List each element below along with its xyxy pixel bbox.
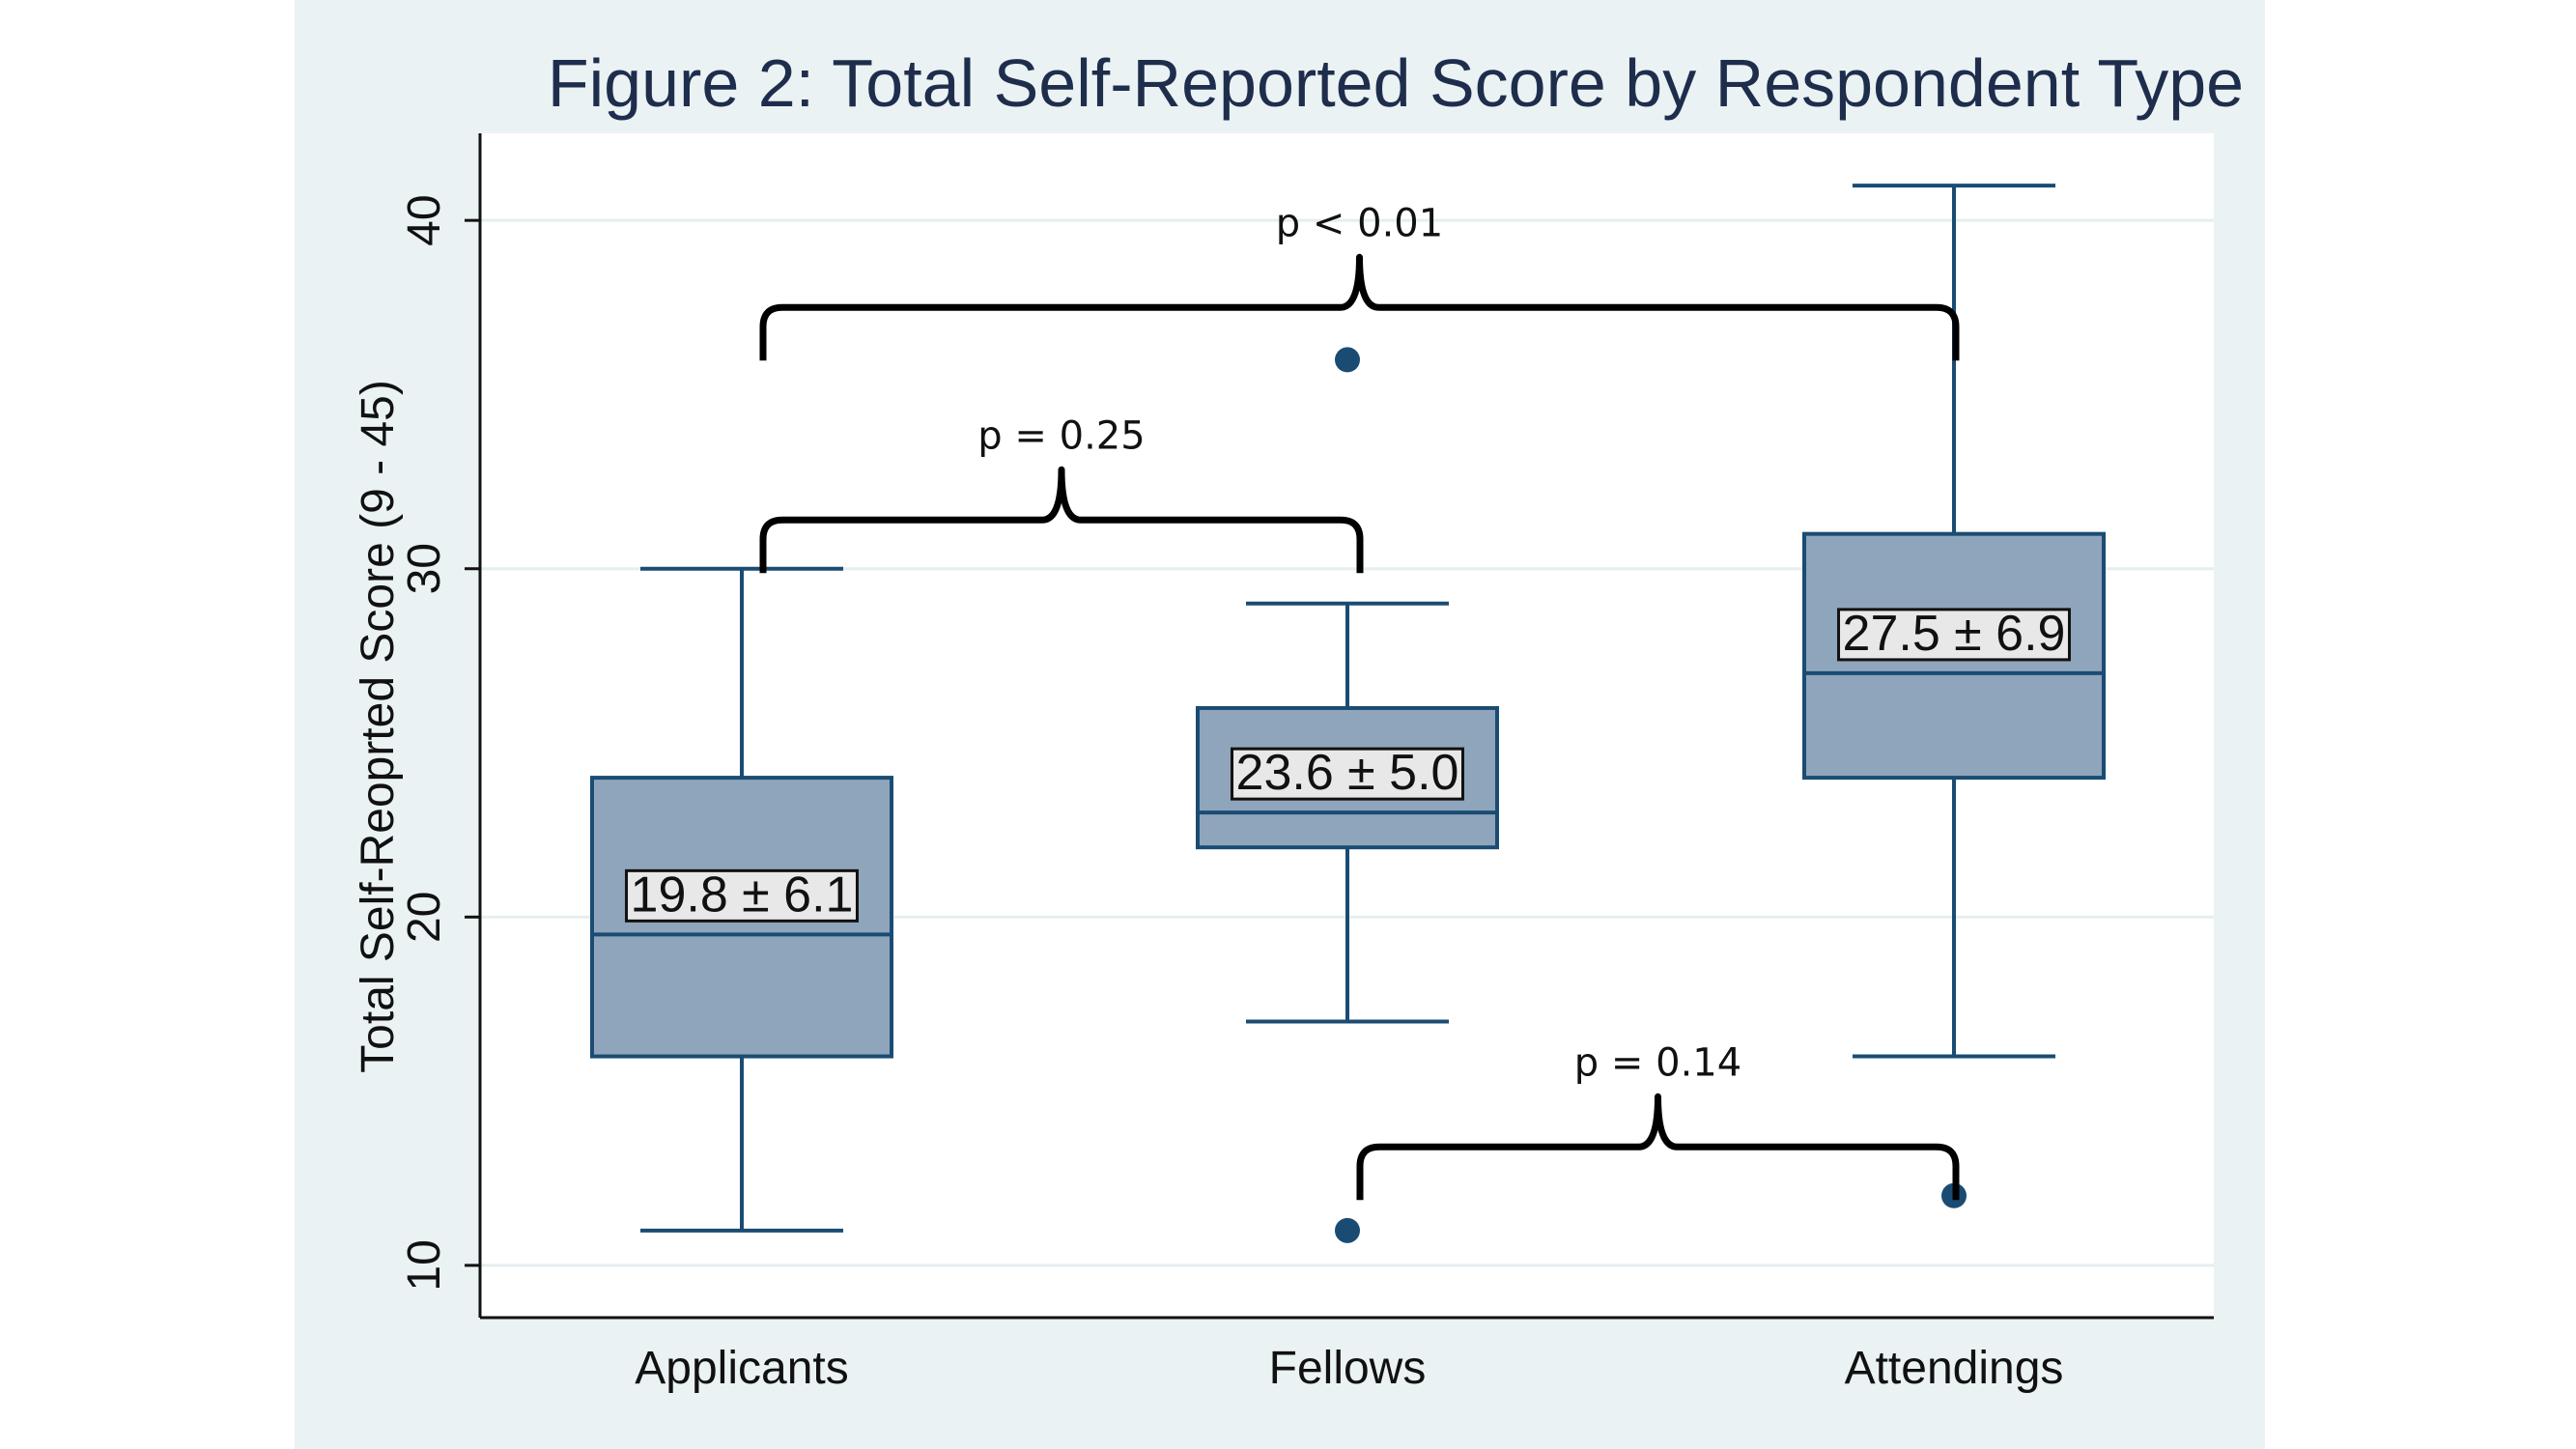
p-value-label-2: p = 0.14	[1574, 1040, 1741, 1085]
y-tick-label-30: 30	[399, 543, 450, 594]
p-value-label-1: p = 0.25	[977, 413, 1145, 458]
outlier-fellows-1	[1335, 347, 1360, 373]
y-tick-label-20: 20	[399, 892, 450, 943]
x-category-label-fellows: Fellows	[1269, 1343, 1427, 1394]
stat-label-box-attendings	[1837, 608, 2071, 662]
stat-label-applicants: 19.8 ± 6.1	[631, 867, 854, 923]
comparison-bracket-1	[759, 466, 1364, 574]
stat-label-box-applicants	[625, 868, 859, 923]
outlier-fellows-0	[1335, 1217, 1360, 1243]
stat-label-box-fellows	[1231, 747, 1464, 801]
comparison-bracket-0	[759, 253, 1960, 361]
comparison-brackets: p < 0.01 p = 0.25 p = 0.14	[759, 201, 1960, 1201]
y-tick-label-40: 40	[399, 194, 450, 245]
y-ticks: 10 20 30 40	[399, 194, 480, 1292]
axes	[478, 133, 2214, 1320]
stat-label-attendings: 27.5 ± 6.9	[1843, 606, 2066, 662]
x-category-label-applicants: Applicants	[635, 1343, 848, 1394]
y-axis-label: Total Self-Reoprted Score (9 - 45)	[353, 380, 404, 1073]
y-tick-label-10: 10	[399, 1239, 450, 1291]
chart-title: Figure 2: Total Self-Reported Score by R…	[548, 45, 2244, 121]
x-category-label-attendings: Attendings	[1845, 1343, 2064, 1394]
stat-label-fellows: 23.6 ± 5.0	[1236, 745, 1459, 801]
comparison-bracket-2	[1356, 1093, 1960, 1201]
p-value-label-0: p < 0.01	[1276, 201, 1443, 245]
